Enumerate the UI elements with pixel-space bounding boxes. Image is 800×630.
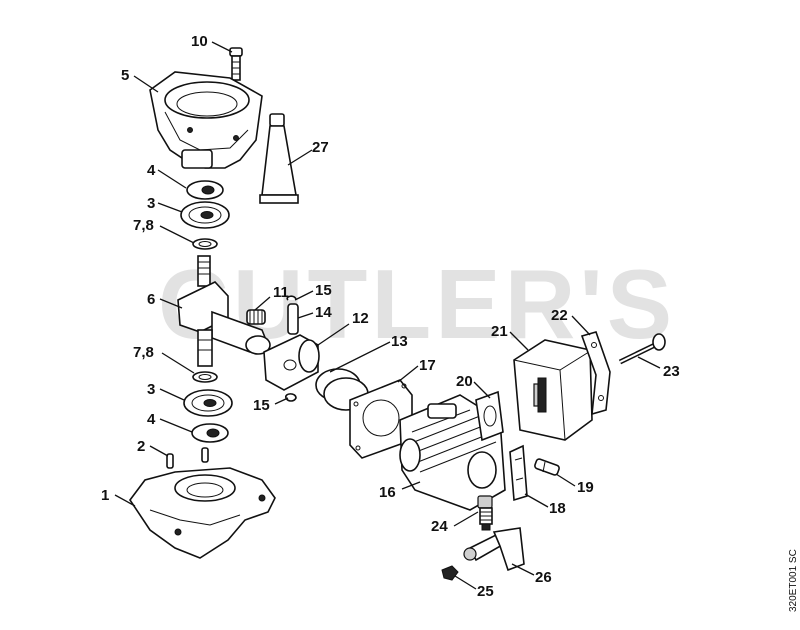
label-4-upper: 4 (147, 162, 156, 179)
label-7-8-lower: 7,8 (133, 344, 154, 361)
part-27-grease-tube (259, 113, 299, 204)
part-21-muffler (513, 339, 593, 441)
label-12: 12 (352, 310, 369, 327)
part-14-piston-pin (287, 303, 299, 335)
part-15-clip-upper (286, 295, 297, 301)
label-1: 1 (101, 487, 109, 504)
label-17: 17 (419, 357, 436, 374)
label-24: 24 (431, 518, 448, 535)
leader-lines (114, 41, 661, 590)
label-6: 6 (147, 291, 155, 308)
part-18-gasket (509, 444, 528, 502)
drawing-code: 320ET001 SC (788, 549, 799, 612)
part-5-crankcase-upper (149, 71, 263, 169)
part-12-piston (263, 334, 320, 391)
part-7-8-shim-upper (192, 238, 218, 250)
part-25-nut (441, 565, 459, 581)
label-15-lower: 15 (253, 397, 270, 414)
part-3-bearing-upper (180, 201, 230, 229)
label-14: 14 (315, 304, 332, 321)
label-26: 26 (535, 569, 552, 586)
label-23: 23 (663, 363, 680, 380)
part-4-oil-seal-upper (186, 180, 224, 200)
part-24-spark-plug (477, 495, 493, 531)
part-19-screw (534, 458, 560, 476)
part-20-muffler-gasket (475, 390, 504, 442)
label-15-upper: 15 (315, 282, 332, 299)
part-26-spark-plug-boot (463, 527, 525, 572)
label-2: 2 (137, 438, 145, 455)
label-18: 18 (549, 500, 566, 517)
label-21: 21 (491, 323, 508, 340)
part-11-needle-cage (246, 309, 266, 325)
part-10-screw (229, 47, 243, 81)
part-number-labels: 10 5 27 4 3 7,8 6 11 15 14 12 13 7,8 3 4… (101, 33, 680, 600)
label-10: 10 (191, 33, 208, 50)
label-5: 5 (121, 67, 129, 84)
part-6-crankshaft (177, 255, 271, 367)
label-3-upper: 3 (147, 195, 155, 212)
label-27: 27 (312, 139, 329, 156)
label-7-8-upper: 7,8 (133, 217, 154, 234)
label-3-lower: 3 (147, 381, 155, 398)
label-20: 20 (456, 373, 473, 390)
label-16: 16 (379, 484, 396, 501)
part-15-clip-lower (285, 393, 297, 402)
label-4-lower: 4 (147, 411, 156, 428)
part-7-8-shim-lower (192, 371, 218, 383)
part-4-oil-seal-lower (191, 423, 229, 443)
part-23-bolt (618, 333, 666, 365)
part-16-cylinder (399, 394, 506, 511)
label-13: 13 (391, 333, 408, 350)
part-22-plate (580, 331, 611, 416)
part-3-bearing-lower (183, 389, 233, 417)
part-1-crankcase-lower (129, 467, 276, 559)
label-25: 25 (477, 583, 494, 600)
label-22: 22 (551, 307, 568, 324)
part-2-dowel-pins (166, 447, 209, 469)
label-11: 11 (273, 284, 289, 301)
label-19: 19 (577, 479, 594, 496)
